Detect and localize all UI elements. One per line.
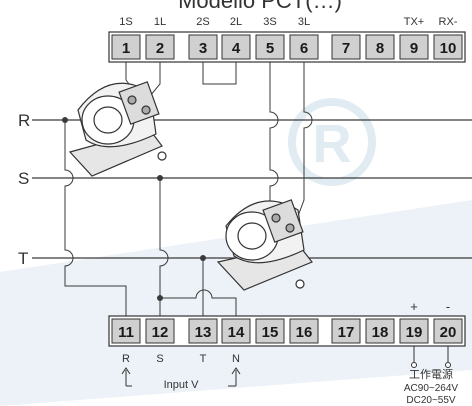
power-minus-label: - [446,299,450,314]
input-t-label: T [200,353,207,365]
junction-dots [62,117,206,301]
svg-text:R: R [313,114,352,174]
label-tx: TX+ [404,16,424,28]
wiring [64,62,313,316]
terminal-1: 1 [122,40,130,57]
label-3s: 3S [263,16,276,28]
input-arrows [121,367,241,387]
terminal-17: 17 [338,324,355,341]
terminal-16: 16 [296,324,313,341]
power-plus-label: + [410,299,418,314]
input-s-label: S [156,353,163,365]
phase-s-label: S [18,169,29,188]
terminal-3: 3 [199,40,207,57]
terminal-9: 9 [410,40,418,57]
registered-watermark: R [288,98,376,186]
phase-t-label: T [18,249,28,268]
terminal-4: 4 [232,40,241,57]
terminal-7: 7 [342,40,350,57]
terminal-2: 2 [156,40,164,57]
terminal-13: 13 [195,324,212,341]
current-transformer-2 [216,199,313,291]
current-transformer-1 [68,81,167,177]
phase-r-label: R [18,111,30,130]
power-terminals [411,346,451,368]
input-n-label: N [232,353,240,365]
terminal-19: 19 [406,324,423,341]
power-ac-range: AC90~264V [404,383,459,394]
top-terminal-block: 1 2 3 4 5 6 7 8 9 10 [108,31,466,63]
input-caption: Input V [164,379,200,391]
label-3l: 3L [298,16,310,28]
power-caption: 工作電源 [409,367,453,381]
label-2s: 2S [196,16,209,28]
label-1s: 1S [119,16,132,28]
terminal-18: 18 [372,324,389,341]
bottom-terminal-block: 11 12 13 14 15 16 17 18 19 20 [108,315,466,347]
terminal-12: 12 [152,324,169,341]
label-rx: RX- [439,16,458,28]
terminal-14: 14 [228,324,245,341]
terminal-6: 6 [300,40,308,57]
terminal-10: 10 [440,40,457,57]
terminal-20: 20 [440,324,457,341]
terminal-11: 11 [118,324,134,341]
power-dc-range: DC20~55V [406,395,456,406]
terminal-5: 5 [266,40,274,57]
label-2l: 2L [230,16,242,28]
input-r-label: R [122,353,130,365]
terminal-8: 8 [376,40,384,57]
label-1l: 1L [154,16,166,28]
terminal-15: 15 [262,324,279,341]
diagram-title: Modello PCT(…) [178,0,342,13]
